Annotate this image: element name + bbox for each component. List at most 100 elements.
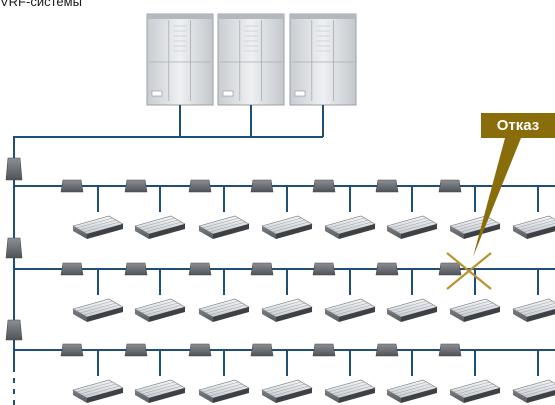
outdoor-unit-body (289, 13, 357, 106)
indoor-unit-side (262, 226, 276, 239)
indoor-unit-louver (83, 385, 120, 397)
indoor-unit-front (527, 226, 555, 239)
indoor-unit-side (135, 226, 149, 239)
indoor-unit (512, 215, 555, 239)
indoor-unit-side (387, 390, 401, 403)
branch-joint (124, 262, 148, 276)
indoor-unit-side (199, 226, 213, 239)
branch-joints (5, 157, 462, 357)
indoor-unit-front (464, 388, 500, 403)
indoor-unit-front (149, 388, 185, 403)
indoor-unit-front (339, 224, 375, 239)
diagram-title: VRF-системы (0, 0, 82, 9)
outdoor-unit-top (147, 14, 213, 19)
indoor-unit-louver (390, 300, 427, 312)
indoor-unit-side (387, 226, 401, 239)
indoor-unit (324, 379, 376, 403)
branch-joint (438, 179, 462, 193)
indoor-unit-front (149, 224, 185, 239)
branch-joint (312, 179, 336, 193)
indoor-unit-louver (202, 300, 239, 312)
indoor-unit-front (527, 309, 555, 322)
branch-joint (375, 262, 399, 276)
indoor-unit-louver (519, 384, 555, 395)
indoor-unit (324, 298, 376, 322)
indoor-unit-louver (397, 304, 434, 316)
indoor-unit-louver (209, 385, 246, 397)
indoor-unit-louver (331, 383, 369, 395)
indoor-unit-louver (205, 383, 243, 395)
branch-joint (438, 262, 462, 276)
indoor-unit-louver (272, 385, 309, 397)
indoor-unit-side (135, 309, 149, 322)
indoor-unit-side (450, 309, 464, 322)
indoor-unit-louver (265, 381, 302, 393)
outdoor-unit (289, 13, 357, 106)
indoor-unit (512, 379, 555, 403)
indoor-unit-side (135, 390, 149, 403)
indoor-unit (386, 298, 438, 322)
indoor-unit-louver (138, 217, 175, 229)
indoor-unit-side (450, 390, 464, 403)
indoor-unit-louver (390, 381, 427, 393)
branch-joint (188, 262, 212, 276)
indoor-unit-louver (456, 302, 494, 314)
indoor-unit (72, 379, 124, 403)
indoor-unit-louver (516, 381, 553, 393)
indoor-unit (386, 215, 438, 239)
indoor-unit (72, 215, 124, 239)
indoor-unit-side (450, 226, 464, 239)
branch-joint (438, 343, 462, 357)
outdoor-unit (146, 13, 214, 106)
indoor-unit-louver (523, 305, 555, 316)
riser-branch-joint (5, 237, 23, 259)
indoor-unit-louver (453, 381, 490, 393)
indoor-unit-front (213, 307, 249, 322)
failure-x-mark (446, 252, 492, 290)
indoor-unit-louver (268, 383, 306, 395)
indoor-unit (261, 215, 313, 239)
outdoor-unit-badge (294, 90, 306, 97)
indoor-units (72, 215, 555, 403)
indoor-unit-louver (138, 381, 175, 393)
branch-joint (375, 343, 399, 357)
indoor-unit-front (339, 307, 375, 322)
branch-joint (60, 262, 84, 276)
indoor-unit-side (325, 226, 339, 239)
branch-joint (250, 343, 274, 357)
indoor-unit (134, 215, 186, 239)
indoor-unit-louver (393, 302, 431, 314)
indoor-unit-louver (268, 302, 306, 314)
indoor-unit-side (325, 390, 339, 403)
outdoor-unit-badge (222, 90, 234, 97)
indoor-unit-louver (328, 217, 365, 229)
indoor-unit-side (387, 309, 401, 322)
indoor-unit-louver (202, 381, 239, 393)
branch-joint (250, 262, 274, 276)
indoor-unit-louver (331, 219, 369, 231)
indoor-unit-louver (209, 304, 246, 316)
branch-joint (60, 343, 84, 357)
indoor-unit-louver (328, 381, 365, 393)
indoor-unit-louver (272, 221, 309, 233)
indoor-unit-louver (453, 300, 490, 312)
indoor-unit-side (513, 390, 527, 403)
indoor-unit (449, 379, 501, 403)
indoor-unit-louver (79, 383, 117, 395)
indoor-unit-side (262, 309, 276, 322)
indoor-unit-louver (141, 219, 179, 231)
indoor-unit (72, 298, 124, 322)
branch-joint (188, 343, 212, 357)
branch-joint (60, 179, 84, 193)
indoor-unit-louver (516, 300, 553, 312)
indoor-unit-louver (272, 304, 309, 316)
indoor-unit-louver (335, 304, 372, 316)
indoor-unit (198, 298, 250, 322)
indoor-unit-louver (335, 385, 372, 397)
failure-callout-pointer (473, 138, 521, 257)
indoor-unit-side (513, 226, 527, 239)
indoor-unit-louver (138, 300, 175, 312)
indoor-unit-front (149, 307, 185, 322)
indoor-unit-louver (516, 217, 553, 229)
indoor-unit (512, 298, 555, 322)
